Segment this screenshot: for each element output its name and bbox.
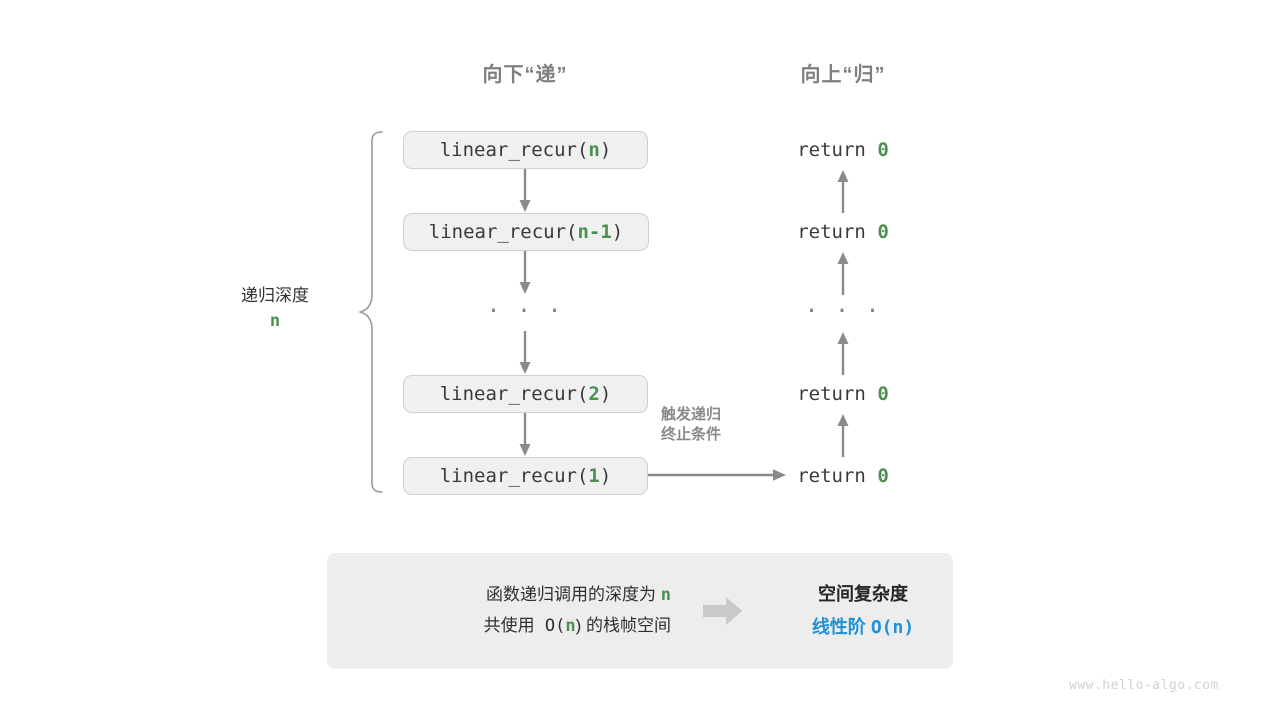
summary-left-text: 函数递归调用的深度为 n 共使用 O(n) 的栈帧空间 [371, 580, 671, 641]
heading-up: 向上“归” [800, 64, 886, 86]
down-arrow-4-icon [519, 413, 531, 456]
summary-line-2-suffix: ) 的栈帧空间 [575, 616, 671, 635]
call-box-arg: 1 [588, 465, 600, 487]
return-keyword: return [797, 139, 866, 161]
down-arrow-3-icon [519, 331, 531, 374]
summary-value-notation: O(n) [870, 616, 915, 638]
summary-title: 空间复杂度 [818, 584, 908, 605]
summary-line-2: 共使用 O(n) 的栈帧空间 [371, 611, 671, 642]
call-box-prefix: linear_recur( [439, 465, 589, 487]
call-box-suffix: ) [599, 465, 612, 487]
heading-down: 向下“递” [482, 64, 568, 86]
up-arrow-3-icon [837, 332, 849, 375]
trigger-note-line2: 终止条件 [661, 426, 722, 444]
depth-brace-icon [359, 131, 383, 493]
summary-right-text: 空间复杂度 线性阶 O(n) [773, 578, 953, 644]
summary-line-1-text: 函数递归调用的深度为 [486, 585, 661, 605]
return-label-3: return 0 [743, 383, 943, 405]
call-box-prefix: linear_recur( [439, 139, 589, 161]
return-keyword: return [797, 383, 866, 405]
recursion-depth-label: 递归深度 n [196, 283, 354, 334]
summary-value-label: 线性阶 [811, 616, 871, 637]
call-box-prefix: linear_recur( [439, 383, 589, 405]
up-arrow-1-icon [837, 170, 849, 213]
return-label-2: return 0 [743, 221, 943, 243]
call-box-arg: 2 [588, 383, 600, 405]
call-box-prefix: linear_recur( [428, 221, 578, 243]
return-label-4: return 0 [743, 465, 943, 487]
return-value: 0 [877, 221, 889, 243]
call-box-1[interactable]: linear_recur(1) [403, 457, 648, 495]
summary-line-1: 函数递归调用的深度为 n [371, 580, 671, 611]
call-stack-ellipsis: · · · [486, 299, 564, 324]
summary-value: 线性阶 O(n) [773, 611, 953, 644]
up-arrow-2-icon [837, 252, 849, 295]
up-arrow-4-icon [837, 414, 849, 457]
trigger-note-line1: 触发递归 [661, 406, 722, 423]
recursion-depth-text: 递归深度 [241, 286, 309, 305]
return-value: 0 [877, 465, 889, 487]
call-box-arg: n-1 [577, 221, 612, 243]
right-arrow-icon [703, 597, 743, 625]
down-arrow-2-icon [519, 251, 531, 294]
return-label-1: return 0 [743, 139, 943, 161]
return-value: 0 [877, 139, 889, 161]
summary-line-1-highlight: n [660, 585, 671, 606]
return-value: 0 [877, 383, 889, 405]
watermark: www.hello-algo.com [1069, 678, 1219, 693]
call-box-2[interactable]: linear_recur(2) [403, 375, 648, 413]
return-keyword: return [797, 465, 866, 487]
call-box-suffix: ) [599, 383, 612, 405]
call-box-suffix: ) [611, 221, 624, 243]
return-ellipsis: · · · [804, 299, 882, 324]
summary-line-2-highlight: n [565, 616, 576, 636]
call-box-n-minus-1[interactable]: linear_recur(n-1) [403, 213, 649, 251]
call-box-suffix: ) [599, 139, 612, 161]
call-box-arg: n [588, 139, 600, 161]
call-box-n[interactable]: linear_recur(n) [403, 131, 648, 169]
base-case-arrow-icon [648, 469, 786, 481]
down-arrow-1-icon [519, 169, 531, 212]
summary-line-2-text: 共使用 O( [483, 616, 566, 636]
return-keyword: return [797, 221, 866, 243]
summary-panel: 函数递归调用的深度为 n 共使用 O(n) 的栈帧空间 空间复杂度 线性阶 O(… [327, 553, 953, 669]
trigger-note: 触发递归 终止条件 [661, 405, 721, 446]
recursion-depth-value: n [269, 310, 281, 331]
